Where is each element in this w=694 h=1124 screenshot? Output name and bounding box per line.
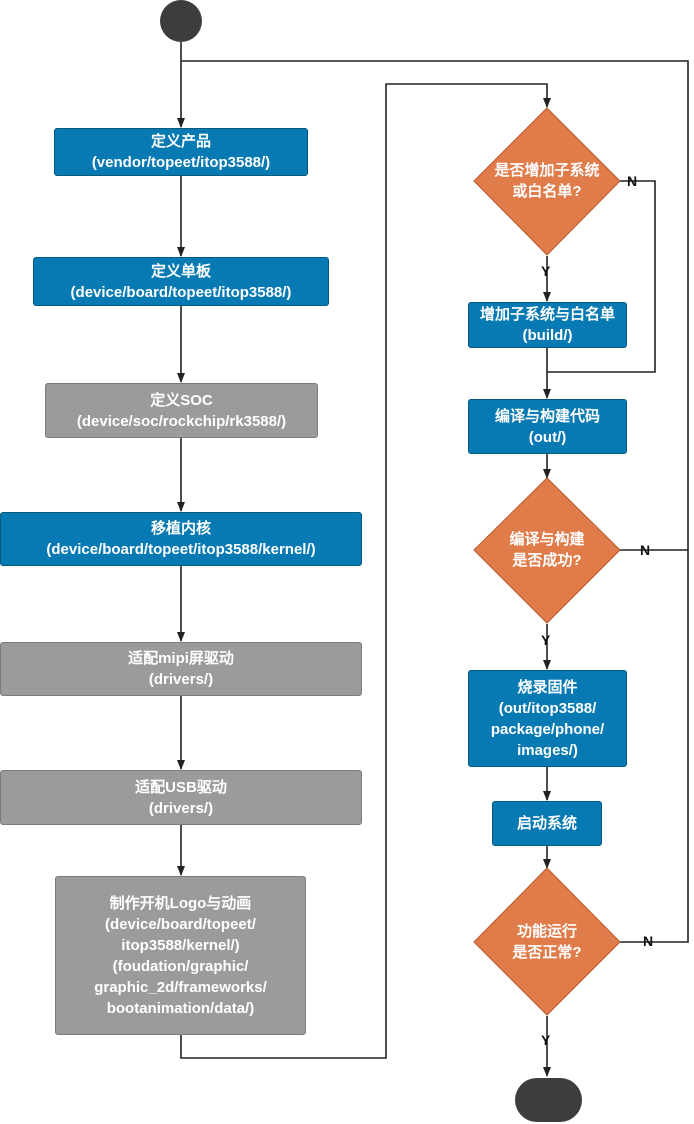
step-path: (vendor/topeet/itop3588/) <box>91 154 271 171</box>
step-port-kernel: 移植内核 (device/board/topeet/itop3588/kernel… <box>0 512 362 566</box>
step-title: 定义产品 <box>150 133 211 150</box>
step-title: 适配USB驱动 <box>135 778 227 796</box>
step-boot-system: 启动系统 <box>492 801 602 846</box>
step-path: (device/board/topeet/itop3588/) <box>70 283 292 301</box>
step-path: (drivers/) <box>148 799 214 817</box>
step-usb-driver: 适配USB驱动 (drivers/) <box>0 770 362 825</box>
step-mipi-driver: 适配mipi屏驱动 (drivers/) <box>0 642 362 696</box>
step-title: 移植内核 <box>150 520 211 537</box>
start-node <box>160 0 202 42</box>
edge-logo-to-decision <box>180 83 551 1059</box>
step-path: (drivers/) <box>148 671 214 688</box>
label-yes-run: Y <box>541 1032 551 1048</box>
label-no-build: N <box>640 542 651 558</box>
step-define-product: 定义产品 (vendor/topeet/itop3588/) <box>54 128 308 176</box>
step-boot-logo: 制作开机Logo与动画 (device/board/topeet/ itop358… <box>55 876 306 1035</box>
decision-build-text: 编译与构建 是否成功? <box>509 531 585 569</box>
step-path: (device/soc/rockchip/rk3588/) <box>76 412 287 430</box>
step-title: 适配mipi屏驱动 <box>128 650 234 667</box>
decision-subsystem-diamond <box>473 107 621 256</box>
edge-loop-bus <box>181 60 689 943</box>
label-yes-build: Y <box>541 632 551 648</box>
decision-run-text: 功能运行 是否正常? <box>512 923 582 961</box>
step-title: 定义单板 <box>150 262 211 280</box>
decision-run-diamond <box>473 867 621 1016</box>
step-define-soc: 定义SOC (device/soc/rockchip/rk3588/) <box>45 383 318 438</box>
decision-build-diamond <box>473 477 621 624</box>
step-title: 制作开机Logo与动画 <box>109 894 252 912</box>
step-build-code: 编译与构建代码 (out/) <box>468 399 627 454</box>
step-flash-firmware: 烧录固件 (out/itop3588/ package/phone/ image… <box>468 670 627 767</box>
edge-subsystem-no <box>547 180 656 373</box>
step-path: (device/board/topeet/itop3588/kernel/) <box>46 541 316 558</box>
step-title: 定义SOC <box>150 391 213 409</box>
decision-subsystem-text: 是否增加子系统 或白名单? <box>494 162 600 200</box>
step-define-board: 定义单板 (device/board/topeet/itop3588/) <box>33 257 329 306</box>
step-add-subsystem: 增加子系统与白名单 (build/) <box>468 302 627 348</box>
label-yes-subsystem: Y <box>541 263 551 279</box>
step-path: (device/board/topeet/ itop3588/kernel/) … <box>94 915 267 1017</box>
label-no-subsystem: N <box>627 173 638 189</box>
label-no-run: N <box>643 933 654 949</box>
end-node <box>515 1078 582 1122</box>
